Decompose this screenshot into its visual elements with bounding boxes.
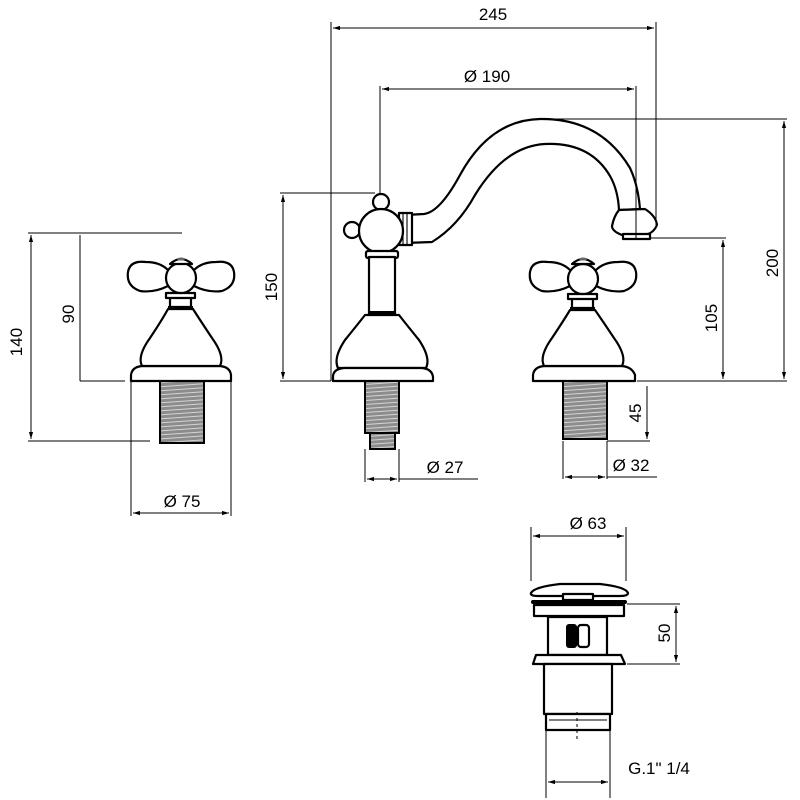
center-stem-band	[368, 311, 396, 315]
left-side-tap	[126, 257, 236, 444]
center-handle-side-knob	[342, 220, 362, 240]
dim-label-150: 150	[262, 273, 281, 301]
center-handle-hub	[357, 207, 405, 255]
dim-label-105: 105	[702, 304, 721, 332]
waste-cap-stem	[561, 592, 595, 602]
right-side-tap	[528, 257, 638, 440]
waste-lower-body	[542, 662, 614, 716]
center-handle-top-knob	[371, 192, 391, 212]
dim-label-diameter-32: Ø 32	[613, 456, 650, 475]
right-tap-handle-hub	[566, 262, 600, 296]
dim-label-90: 90	[59, 305, 78, 324]
waste-thread	[544, 712, 612, 732]
center-spout-dimensions: 245 Ø 190 150 Ø 27 200 105	[262, 5, 787, 482]
waste-flange	[532, 603, 626, 618]
dim-label-diameter-75: Ø 75	[164, 492, 201, 511]
dim-label-45: 45	[626, 404, 645, 423]
left-tap-bell-body	[139, 307, 223, 368]
dim-label-200: 200	[763, 249, 782, 277]
left-tap-threaded-shank	[159, 380, 205, 444]
pop-up-waste	[529, 582, 630, 742]
dim-label-245: 245	[479, 5, 507, 24]
dim-label-diameter-27: Ø 27	[427, 458, 464, 477]
right-tap-threaded-shank	[562, 380, 608, 440]
spout-aerator	[610, 207, 659, 238]
waste-cap	[529, 582, 630, 598]
center-bell-body	[335, 313, 429, 370]
dim-label-50: 50	[655, 624, 674, 643]
center-base-flange	[331, 366, 435, 383]
center-shank-tip	[369, 432, 396, 450]
left-tap-handle-hub	[164, 261, 198, 295]
waste-lower-flange	[531, 653, 627, 666]
waste-flange-ring	[531, 600, 627, 604]
center-stem	[367, 255, 397, 316]
left-tap-cap-indicator	[177, 257, 185, 261]
right-tap-dimensions: 45 Ø 32	[562, 386, 657, 480]
left-tap-base-flange	[129, 364, 233, 383]
spout-neck	[403, 117, 642, 245]
dim-label-140: 140	[7, 328, 26, 356]
waste-overflow-slot-inner	[576, 623, 591, 649]
right-tap-bell-body	[541, 308, 625, 368]
dim-label-thread: G.1" 1/4	[628, 759, 690, 778]
right-tap-base-flange	[531, 364, 637, 383]
dim-label-diameter-190: Ø 190	[464, 67, 510, 86]
center-threaded-shank	[364, 380, 400, 434]
left-tap-dimensions: 140 90 Ø 75	[7, 232, 232, 516]
waste-overflow-slot	[566, 624, 577, 648]
waste-upper-body	[546, 615, 609, 657]
right-tap-cap-indicator	[579, 257, 587, 261]
dim-label-diameter-63: Ø 63	[570, 514, 607, 533]
center-spout	[331, 117, 659, 450]
waste-dimensions: Ø 63 50 G.1" 1/4	[530, 514, 690, 798]
